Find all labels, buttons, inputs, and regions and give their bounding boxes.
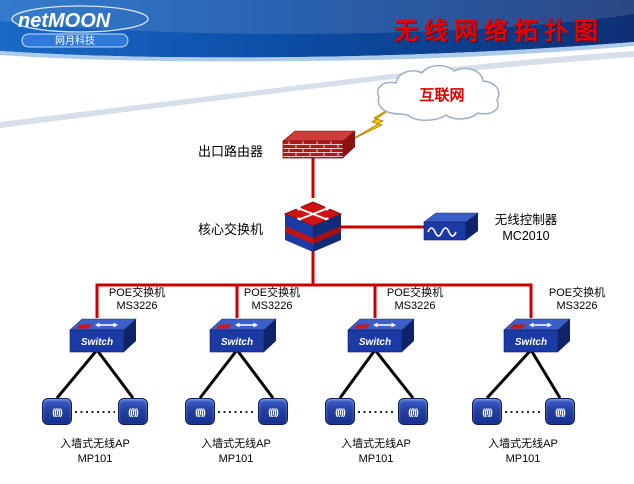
- ap-group-model: MP101: [358, 453, 394, 465]
- ap-group-label: 入墙式无线AP MP101: [321, 437, 431, 467]
- logo-wordmark: netMOON: [18, 10, 111, 32]
- poe-switch-label: POE交换机 MS3226: [370, 287, 460, 313]
- ap-antenna-glyph: ((i)): [268, 406, 278, 417]
- wireless-ap-icon: ((i)): [398, 398, 428, 425]
- switch-text: Switch: [515, 337, 547, 348]
- wireless-ap-icon: ((i)): [42, 398, 72, 425]
- poe-switch-label: POE交换机 MS3226: [227, 287, 317, 313]
- ap-group-name: 入墙式无线AP: [201, 438, 271, 450]
- poe-switch-icon: Switch: [347, 318, 415, 353]
- ap-group-name: 入墙式无线AP: [60, 438, 130, 450]
- logo-subtitle-pill: [21, 33, 129, 48]
- poe-switch-label: POE交换机 MS3226: [92, 287, 182, 313]
- poe-switch-model: MS3226: [251, 300, 293, 312]
- wireless-ap-icon: ((i)): [258, 398, 288, 425]
- logo-subtitle: 网月科技: [55, 34, 95, 47]
- exit-router-label: 出口路由器: [198, 144, 264, 159]
- ap-antenna-glyph: ((i)): [128, 406, 138, 417]
- poe-switch-name: POE交换机: [108, 287, 166, 299]
- poe-switch-model: MS3226: [116, 300, 158, 312]
- exit-router-icon: [282, 130, 356, 159]
- ap-group-model: MP101: [218, 453, 254, 465]
- ap-group-name: 入墙式无线AP: [488, 438, 558, 450]
- poe-switch-label: POE交换机 MS3226: [532, 287, 622, 313]
- ap-links: [55, 348, 562, 400]
- poe-switch-name: POE交换机: [243, 287, 301, 299]
- wave-icon: [427, 227, 457, 237]
- ap-antenna-glyph: ((i)): [555, 406, 565, 417]
- ap-group-model: MP101: [77, 453, 113, 465]
- wireless-controller-name: 无线控制器: [494, 213, 558, 227]
- switch-text: Switch: [221, 337, 253, 348]
- wireless-ap-icon: ((i)): [545, 398, 575, 425]
- poe-switch-icon: Switch: [503, 318, 571, 353]
- ap-antenna-glyph: ((i)): [408, 406, 418, 417]
- wireless-controller-label: 无线控制器 MC2010: [482, 212, 570, 244]
- poe-switch-name: POE交换机: [548, 287, 606, 299]
- poe-switch-icon: Switch: [69, 318, 137, 353]
- poe-switch-model: MS3226: [556, 300, 598, 312]
- ap-group-label: 入墙式无线AP MP101: [468, 437, 578, 467]
- poe-switch-icon: Switch: [209, 318, 277, 353]
- switch-text: Switch: [81, 337, 113, 348]
- core-switch-icon: [283, 201, 343, 252]
- netmoon-logo: netMOON 网月科技: [8, 4, 160, 52]
- ap-group-label: 入墙式无线AP MP101: [40, 437, 150, 467]
- wireless-controller-model: MC2010: [502, 229, 550, 243]
- ap-antenna-glyph: ((i)): [195, 406, 205, 417]
- wireless-ap-icon: ((i)): [185, 398, 215, 425]
- poe-switch-name: POE交换机: [386, 287, 444, 299]
- ap-group-model: MP101: [505, 453, 541, 465]
- internet-label: 互联网: [419, 87, 465, 104]
- wireless-ap-icon: ((i)): [472, 398, 502, 425]
- logo-orbit-icon: [11, 5, 149, 33]
- internet-cloud-icon: [377, 64, 500, 121]
- wireless-controller-icon: [423, 212, 479, 241]
- ap-group-label: 入墙式无线AP MP101: [181, 437, 291, 467]
- page-title: 无线网络拓扑图: [394, 19, 604, 45]
- core-switch-label: 核心交换机: [198, 222, 264, 237]
- ap-group-name: 入墙式无线AP: [341, 438, 411, 450]
- wireless-ap-icon: ((i)): [118, 398, 148, 425]
- wireless-ap-icon: ((i)): [325, 398, 355, 425]
- poe-switch-model: MS3226: [394, 300, 436, 312]
- ap-antenna-glyph: ((i)): [335, 406, 345, 417]
- switch-text: Switch: [359, 337, 391, 348]
- ap-antenna-glyph: ((i)): [482, 406, 492, 417]
- ap-antenna-glyph: ((i)): [52, 406, 62, 417]
- distribution-bus: [95, 283, 533, 318]
